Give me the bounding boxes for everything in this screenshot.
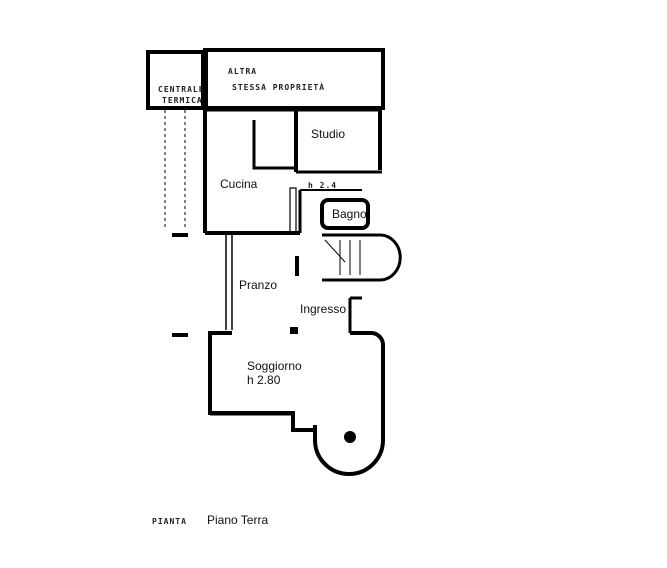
room-pranzo: Pranzo: [239, 278, 277, 292]
neighbor-block: [202, 48, 385, 110]
interior-walls: [252, 110, 402, 334]
hall-label: h 2.4: [308, 181, 337, 190]
exterior-dashed-wall: [164, 110, 188, 337]
room-soggiorno: Soggiorno: [247, 359, 302, 373]
column-dot: [344, 431, 356, 443]
room-cucina: Cucina: [220, 177, 258, 191]
exterior-walls: [203, 108, 386, 476]
neighbor-label-1: ALTRA: [228, 67, 257, 76]
room-ingresso: Ingresso: [300, 302, 346, 316]
room-soggiorno-height: h 2.80: [247, 373, 281, 387]
room-bagno: Bagno: [332, 207, 367, 221]
utility-room: [146, 50, 205, 110]
room-studio: Studio: [311, 127, 345, 141]
utility-label-1: CENTRALE: [158, 85, 205, 94]
utility-label-2: TERMICA: [162, 96, 203, 105]
neighbor-label-2: STESSA PROPRIETÀ: [232, 81, 325, 92]
caption-handwritten: PIANTA: [152, 517, 187, 526]
caption-title: Piano Terra: [207, 513, 268, 527]
